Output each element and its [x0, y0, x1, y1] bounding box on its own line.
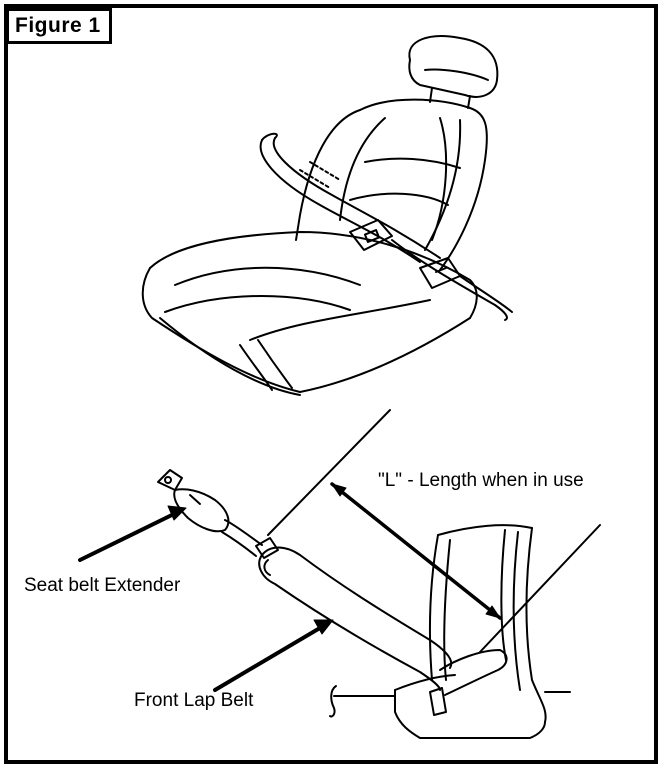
length-label: "L" - Length when in use	[378, 470, 584, 491]
seat-pillar-drawing	[329, 524, 571, 739]
lap-belt-drawing	[258, 546, 508, 716]
dimension-lines	[267, 409, 601, 653]
seat-belt-extender-label: Seat belt Extender	[24, 575, 181, 596]
front-lap-belt-label: Front Lap Belt	[134, 690, 254, 711]
callout-arrows	[78, 505, 334, 692]
figure-label: Figure 1	[6, 8, 112, 44]
car-seat-drawing	[141, 35, 513, 396]
